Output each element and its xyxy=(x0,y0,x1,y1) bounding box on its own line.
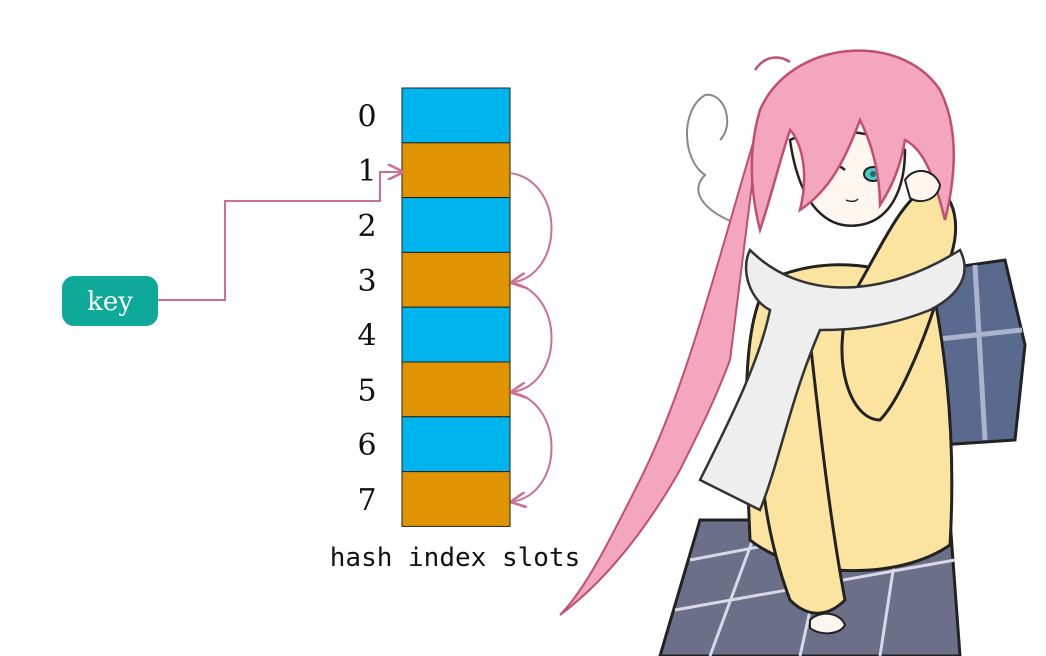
slot-index-5: 5 xyxy=(357,373,376,408)
slot-1 xyxy=(401,142,511,199)
slot-index-labels: 0 1 2 3 4 5 6 7 xyxy=(357,99,376,518)
key-badge: key xyxy=(62,276,158,326)
slot-7 xyxy=(401,471,511,527)
slot-index-4: 4 xyxy=(357,319,376,354)
slot-0 xyxy=(401,87,511,144)
probe-arrow-5-to-7 xyxy=(510,391,553,502)
slots-caption: hash index slots xyxy=(330,543,580,573)
slot-5 xyxy=(401,361,511,418)
hash-slots-column xyxy=(401,87,511,527)
key-to-slot-arrow xyxy=(158,172,402,301)
slot-index-6: 6 xyxy=(357,428,376,463)
slot-3 xyxy=(401,251,511,308)
probe-arrow-1-to-3 xyxy=(510,171,553,283)
slot-2 xyxy=(401,197,511,253)
slot-index-7: 7 xyxy=(357,483,376,518)
slot-index-1: 1 xyxy=(357,154,376,189)
girl-illustration xyxy=(559,49,1027,656)
slot-4 xyxy=(401,306,511,363)
slot-index-2: 2 xyxy=(357,209,376,244)
slot-index-3: 3 xyxy=(357,264,376,299)
slot-6 xyxy=(401,416,511,473)
probe-arrow-3-to-5 xyxy=(510,281,553,393)
slot-index-0: 0 xyxy=(357,99,376,134)
probe-arrows xyxy=(510,171,553,502)
key-badge-background xyxy=(62,276,158,326)
key-label: key xyxy=(87,287,133,317)
